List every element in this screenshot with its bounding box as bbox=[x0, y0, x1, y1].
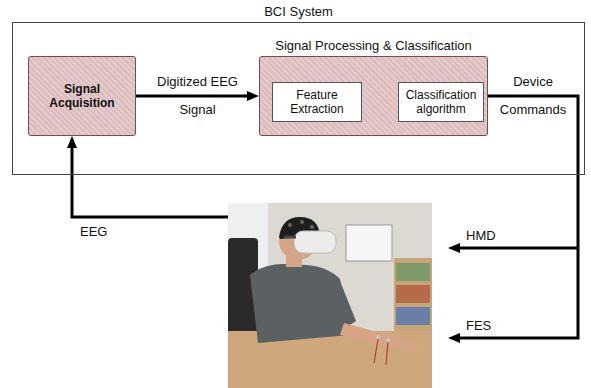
command-wire bbox=[454, 247, 578, 250]
fes-wires bbox=[374, 339, 388, 365]
group-heading: BCI System bbox=[13, 4, 584, 19]
sleeve bbox=[324, 281, 356, 329]
electrode bbox=[386, 338, 390, 342]
books bbox=[396, 307, 430, 325]
eeg-electrode bbox=[300, 220, 304, 224]
eeg-wire bbox=[72, 142, 228, 217]
room-wall bbox=[228, 203, 432, 388]
signal-label: EEG bbox=[80, 224, 107, 239]
books bbox=[396, 263, 430, 281]
user-photo bbox=[228, 203, 432, 388]
eeg-electrode bbox=[288, 223, 292, 227]
forearm bbox=[340, 323, 418, 353]
whiteboard bbox=[346, 225, 392, 261]
process-group: Signal Processing & ClassificationFeatur… bbox=[259, 56, 488, 136]
edge-label: Digitized EEG Signal bbox=[148, 68, 248, 124]
device-label: HMD bbox=[466, 228, 496, 243]
process-box: Feature Extraction bbox=[272, 82, 362, 123]
books bbox=[396, 285, 430, 303]
vr-headset bbox=[294, 231, 336, 253]
box-label: Signal Acquisition bbox=[33, 82, 131, 111]
process-box: Classification algorithm bbox=[398, 82, 484, 123]
device-label: FES bbox=[466, 318, 491, 333]
electrode bbox=[376, 335, 380, 339]
bookshelf bbox=[394, 258, 432, 338]
flow-arrow bbox=[136, 95, 253, 98]
box-label: Feature Extraction bbox=[277, 88, 357, 117]
box-label: Classification algorithm bbox=[403, 88, 479, 117]
headset-strap bbox=[284, 236, 296, 239]
signal-label: Device Commands bbox=[495, 68, 571, 124]
eeg-electrode bbox=[310, 225, 314, 229]
process-box: Signal Acquisition bbox=[28, 56, 136, 136]
group-heading: Signal Processing & Classification bbox=[260, 38, 487, 53]
system-boundary: BCI SystemSignal AcquisitionSignal Proce… bbox=[12, 22, 585, 175]
